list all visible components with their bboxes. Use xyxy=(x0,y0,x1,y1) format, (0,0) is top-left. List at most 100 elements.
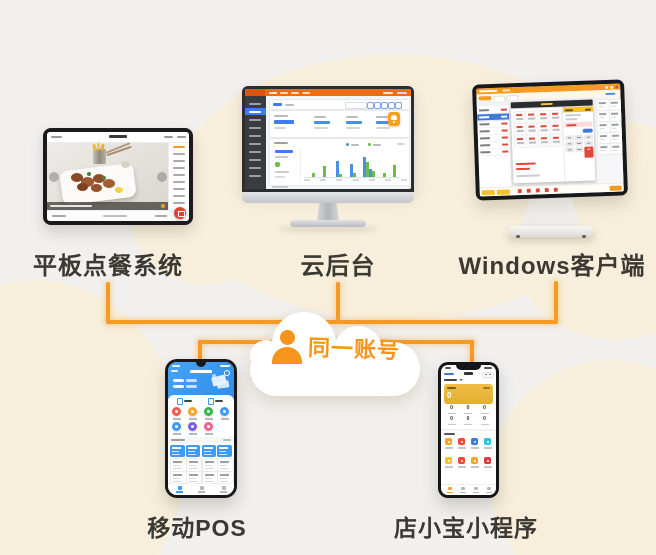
ma-stat-cell: 0 xyxy=(461,417,476,427)
backend-sidebar-item xyxy=(245,148,266,155)
bottom-glyph-icon xyxy=(553,187,558,192)
item-name-bar xyxy=(539,117,547,119)
cell-bar2 xyxy=(187,450,195,452)
mp-table-cell xyxy=(170,445,185,457)
cell-bar1 xyxy=(188,474,198,476)
mp-header xyxy=(168,362,234,399)
backend-sidebar-item xyxy=(245,116,266,123)
item-name-bar xyxy=(515,117,523,120)
sidebar-item-bar xyxy=(249,150,261,153)
chart-tick xyxy=(336,179,343,181)
ma-stat-cell: 0 xyxy=(444,417,459,427)
bottom-glyph-icon xyxy=(544,188,549,193)
ma-stat-cell: 0 xyxy=(477,406,492,416)
row-name-bar xyxy=(479,137,490,140)
app-icon-label-bar xyxy=(204,418,213,420)
app-icon xyxy=(220,407,230,420)
ma-stat-caption-bar xyxy=(447,423,456,425)
app-icon-glyph xyxy=(207,425,210,428)
backend-filter-card xyxy=(269,99,410,110)
mp-table-cell xyxy=(201,458,219,472)
app-icon xyxy=(204,422,214,435)
card-sub-bar xyxy=(598,116,604,119)
monitor-stand-neck xyxy=(317,203,339,220)
ma-nav-icon xyxy=(474,486,478,490)
card-sub-bar xyxy=(612,149,618,151)
ma-app-icon-glyph xyxy=(486,440,489,443)
chart-tick xyxy=(401,179,407,181)
item-name-bar xyxy=(528,141,536,144)
tablet-menu-item xyxy=(173,188,185,190)
backend-sidebar-item xyxy=(245,100,266,107)
cell-bar1 xyxy=(220,474,230,476)
ma-app-icon-glyph xyxy=(486,459,489,462)
tablet-menu-item xyxy=(173,146,185,148)
row-price-bar xyxy=(500,108,507,111)
mp-quick-icons-row2 xyxy=(168,422,234,436)
card-sub-bar xyxy=(610,105,616,107)
item-name-bar xyxy=(527,117,535,120)
bottom-orange-button xyxy=(609,185,622,191)
dialog-items-grid xyxy=(512,109,564,160)
cell-bar3 xyxy=(204,467,213,469)
ma-app-icon xyxy=(470,457,480,471)
ma-stat-value: 0 xyxy=(483,405,486,411)
item-name-bar xyxy=(516,141,524,144)
backend-sidebar-item xyxy=(245,156,266,163)
item-price-bar xyxy=(551,124,559,127)
chart-tick xyxy=(352,179,359,181)
item-price-bar xyxy=(515,125,523,129)
card-bar xyxy=(599,135,607,137)
backend-main xyxy=(266,96,411,189)
chart-summary-col xyxy=(272,148,301,182)
connector-horizontal-main xyxy=(106,320,558,324)
cell-bar2 xyxy=(173,477,180,479)
key-bar xyxy=(567,136,571,139)
row-name-bar xyxy=(479,123,490,126)
ma-app-icon-label-bar xyxy=(483,447,492,449)
mp-tabs-card xyxy=(168,395,234,406)
ma-nav-item xyxy=(472,486,480,494)
app-icon-glyph xyxy=(207,410,210,413)
numpad xyxy=(564,134,595,180)
desktop-device xyxy=(242,86,414,234)
cell-bar3 xyxy=(220,467,229,469)
app-icon-glyph xyxy=(175,410,178,413)
app-icon-label-bar xyxy=(204,433,213,435)
ma-app-icon-label-bar xyxy=(457,447,466,449)
card-bar xyxy=(612,145,620,148)
row-price-bar xyxy=(501,136,508,139)
tablet-menu-column xyxy=(168,143,189,210)
chart-bar xyxy=(352,173,356,177)
bottom-glyph-icon xyxy=(526,188,531,193)
item-price-bar xyxy=(515,113,522,117)
numpad-key xyxy=(564,135,574,141)
same-account-label: 同一账号 xyxy=(307,334,401,364)
cell-bar1 xyxy=(172,447,181,449)
nav-icon xyxy=(199,485,204,490)
cell-bar1 xyxy=(219,447,229,449)
chart-bar xyxy=(349,164,353,177)
cell-bar1 xyxy=(204,461,214,463)
item-price-bar xyxy=(552,136,559,139)
pos-center xyxy=(508,97,598,188)
chart-tick xyxy=(320,179,327,181)
sidebar-item-bar xyxy=(249,110,261,113)
ma-app-icon-label-bar xyxy=(444,447,453,449)
chart-bar xyxy=(368,169,372,177)
ma-stat-cell: 0 xyxy=(461,406,476,416)
cell-bar1 xyxy=(173,461,182,463)
connector-vertical-desktop xyxy=(336,282,340,323)
sidebar-item-bar xyxy=(249,174,261,177)
ma-app-icon-label-bar xyxy=(470,447,479,449)
connector-vertical-windows xyxy=(554,281,558,323)
filter-button xyxy=(367,102,374,109)
tablet-menu-item xyxy=(173,181,185,183)
user-icon xyxy=(280,330,295,345)
ma-app-icon-glyph xyxy=(447,459,450,462)
ma-bottom-nav xyxy=(441,484,496,495)
ma-app-icon-glyph xyxy=(460,459,463,462)
windows-screen xyxy=(476,83,624,197)
chevron-down-icon xyxy=(459,379,463,381)
cell-bar2 xyxy=(220,477,228,479)
